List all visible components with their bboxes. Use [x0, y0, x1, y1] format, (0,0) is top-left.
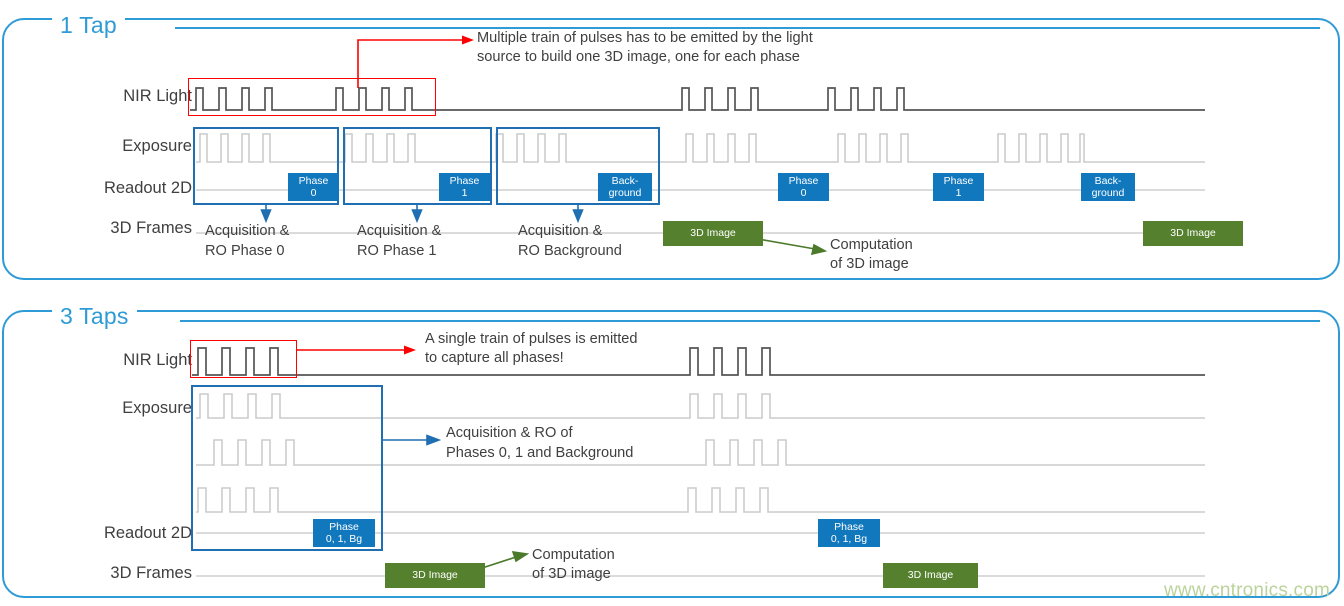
- panel-one-tap-title: 1 Tap: [52, 12, 125, 39]
- tag-line-1: Phase: [449, 174, 480, 187]
- acquisition-window-box-3[interactable]: [496, 127, 660, 205]
- computation-line-1: Computation: [532, 547, 615, 563]
- tag-line-1: Back-: [611, 174, 639, 187]
- acquisition-window-box-2[interactable]: [343, 127, 492, 205]
- row-label-3d-frames-2: 3D Frames: [110, 564, 192, 582]
- callout-line-2: source to build one 3D image, one for ea…: [477, 49, 800, 66]
- computation-line-2: of 3D image: [830, 256, 909, 273]
- acq-line-1: Acquisition &: [205, 223, 290, 239]
- computation-line-1: Computation: [830, 237, 913, 253]
- tag-line-1: Back-: [1094, 174, 1122, 187]
- tag-line-1: Phase: [943, 174, 974, 187]
- tag-line-1: 3D Image: [690, 227, 736, 240]
- tag-line-2: 0, 1, Bg: [325, 533, 363, 545]
- readout-tag-phase-all-a[interactable]: Phase 0, 1, Bg: [313, 519, 375, 547]
- computation-label-2: Computation of 3D image: [532, 546, 615, 585]
- watermark: www.cntronics.com: [1164, 580, 1330, 601]
- tag-line-1: 3D Image: [412, 569, 458, 582]
- frame-tag-3d-image-2b[interactable]: 3D Image: [883, 563, 978, 588]
- acquisition-label-background: Acquisition & RO Background: [518, 222, 622, 261]
- acquisition-window-box-1[interactable]: [193, 127, 339, 205]
- acquisition-label-phase-1: Acquisition & RO Phase 1: [357, 222, 441, 261]
- acq-line-1: Acquisition &: [357, 223, 442, 239]
- nir-pulse-highlight-2[interactable]: [190, 340, 297, 378]
- acq-line-1: Acquisition & RO of: [446, 425, 573, 441]
- computation-label-1: Computation of 3D image: [830, 236, 913, 275]
- acquisition-label-all-phases: Acquisition & RO of Phases 0, 1 and Backg…: [446, 424, 633, 463]
- acquisition-label-phase-0: Acquisition & RO Phase 0: [205, 222, 289, 261]
- acq-line-2: RO Phase 1: [357, 242, 437, 259]
- row-label-nir-light-1: NIR Light: [123, 87, 192, 105]
- tag-line-1: Phase: [298, 174, 329, 187]
- frame-tag-3d-image-2a[interactable]: 3D Image: [385, 563, 485, 588]
- tag-line-2: ground: [608, 187, 642, 199]
- frame-tag-3d-image-1a[interactable]: 3D Image: [663, 221, 763, 246]
- callout-line-2: to capture all phases!: [425, 350, 564, 367]
- tag-line-2: 0: [310, 187, 317, 199]
- nir-pulse-highlight-1[interactable]: [188, 78, 436, 116]
- tag-line-2: ground: [1091, 187, 1125, 199]
- acq-line-2: Phases 0, 1 and Background: [446, 444, 634, 461]
- callout-text-2: A single train of pulses is emitted to ca…: [425, 330, 638, 369]
- row-label-nir-light-2: NIR Light: [123, 351, 192, 369]
- panel-three-taps-title: 3 Taps: [52, 303, 137, 330]
- tag-line-1: Phase: [834, 520, 864, 533]
- tag-line-2: 0: [800, 187, 807, 199]
- tag-line-1: 3D Image: [907, 569, 954, 582]
- readout-tag-phase-0-a[interactable]: Phase 0: [288, 173, 339, 201]
- acq-line-1: Acquisition &: [518, 223, 603, 239]
- tag-line-1: Phase: [329, 520, 359, 533]
- tag-line-2: 0, 1, Bg: [830, 533, 868, 545]
- readout-tag-phase-all-b[interactable]: Phase 0, 1, Bg: [818, 519, 880, 547]
- callout-text-1: Multiple train of pulses has to be emitt…: [477, 29, 813, 68]
- row-label-readout-2d-2: Readout 2D: [103, 524, 192, 542]
- tag-line-2: 1: [955, 187, 962, 199]
- acq-line-2: RO Phase 0: [205, 242, 285, 259]
- row-label-exposure-2: Exposure: [122, 399, 192, 417]
- row-label-3d-frames-1: 3D Frames: [110, 219, 192, 237]
- readout-tag-background-a[interactable]: Back- ground: [598, 173, 652, 201]
- tag-line-1: Phase: [788, 174, 819, 187]
- callout-line-1: A single train of pulses is emitted: [425, 331, 638, 347]
- acquisition-window-box-4[interactable]: [191, 385, 383, 551]
- acq-line-2: RO Background: [518, 242, 622, 259]
- tag-line-2: 1: [461, 187, 468, 199]
- row-label-exposure-1: Exposure: [122, 137, 192, 155]
- tag-line-1: 3D Image: [1170, 227, 1216, 240]
- frame-tag-3d-image-1b[interactable]: 3D Image: [1143, 221, 1243, 246]
- readout-tag-phase-0-b[interactable]: Phase 0: [778, 173, 829, 201]
- callout-line-1: Multiple train of pulses has to be emitt…: [477, 30, 813, 46]
- readout-tag-background-b[interactable]: Back- ground: [1081, 173, 1135, 201]
- readout-tag-phase-1-a[interactable]: Phase 1: [439, 173, 490, 201]
- computation-line-2: of 3D image: [532, 566, 611, 583]
- row-label-readout-2d-1: Readout 2D: [103, 179, 192, 197]
- readout-tag-phase-1-b[interactable]: Phase 1: [933, 173, 984, 201]
